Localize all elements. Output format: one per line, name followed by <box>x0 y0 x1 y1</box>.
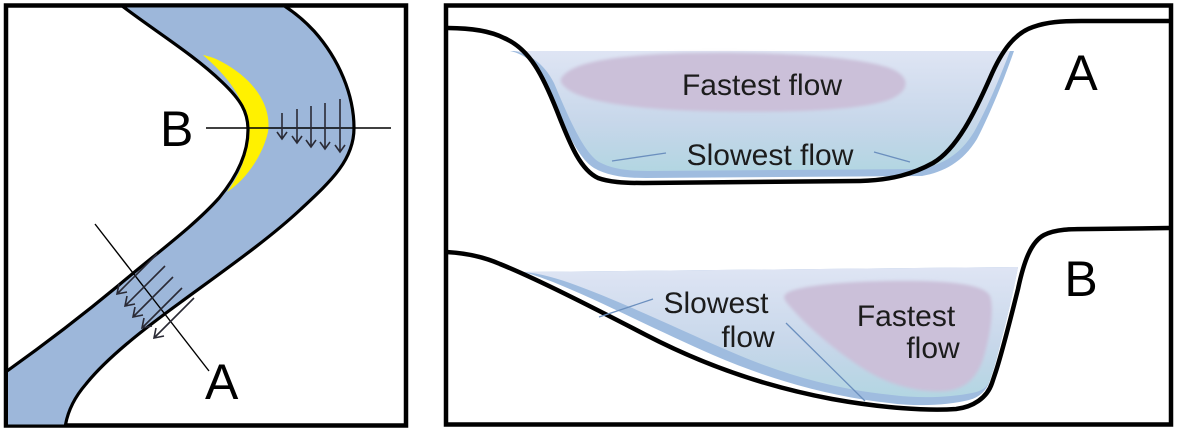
fastest-flow-zone-b <box>784 280 992 392</box>
fastest-flow-zone-a <box>560 52 906 112</box>
cross-section-panel: Fastest flow Slowest flow A Slowest flow… <box>443 3 1174 427</box>
plan-view-panel: B A <box>3 3 409 428</box>
fastest-flow-label-b-line2: flow <box>906 332 960 365</box>
slowest-flow-pointers-a <box>611 151 911 163</box>
cross-section-b: Slowest flow Fastest flow B <box>448 225 1169 412</box>
slowest-flow-label-b-line1: Slowest <box>663 287 769 320</box>
plan-label-b: B <box>160 101 193 157</box>
flow-velocity-arrows-a <box>115 253 195 340</box>
slowest-flow-pointers-b <box>598 298 866 402</box>
plan-label-a: A <box>205 354 239 410</box>
section-label-b: B <box>1064 251 1097 307</box>
outer-bank-line <box>63 7 356 425</box>
cross-section-a: Fastest flow Slowest flow A <box>448 18 1169 186</box>
river-channel <box>8 7 354 425</box>
channel-bed-line-b <box>448 225 1169 412</box>
point-bar-deposit <box>203 55 269 192</box>
fastest-flow-label-a: Fastest flow <box>682 69 842 102</box>
slowest-flow-label-b-line2: flow <box>721 321 775 354</box>
section-label-a: A <box>1064 45 1098 101</box>
inner-bank-line <box>8 7 250 373</box>
fastest-flow-label-b-line1: Fastest <box>857 300 956 333</box>
flow-velocity-arrows-b <box>276 99 346 154</box>
channel-bed-line-a <box>448 18 1169 186</box>
slowest-flow-label-a: Slowest flow <box>687 139 854 172</box>
